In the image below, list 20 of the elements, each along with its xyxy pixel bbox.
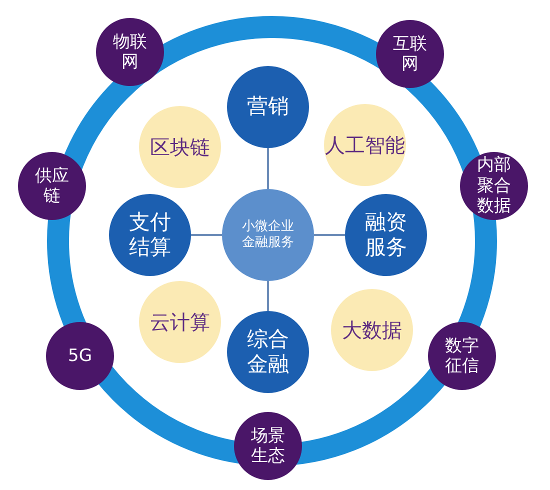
node-label: 内部聚合数据 <box>476 155 512 217</box>
connector-line <box>267 148 269 189</box>
connector-line <box>267 281 269 311</box>
node-label: 综合金融 <box>246 326 290 378</box>
node-label: 人工智能 <box>324 133 406 157</box>
node-label: 物联网 <box>112 32 148 72</box>
node-label: 场景生态 <box>250 426 286 466</box>
node-label: 区块链 <box>149 135 211 159</box>
node-label: 大数据 <box>341 318 403 342</box>
node-label: 营销 <box>246 94 290 120</box>
node-label: 支付结算 <box>128 210 172 260</box>
node-label: 云计算 <box>149 310 211 334</box>
node-label: 5G <box>67 346 93 366</box>
node-label: 数字征信 <box>444 336 480 376</box>
node-label: 融资服务 <box>364 210 408 260</box>
connector-line <box>314 234 345 236</box>
node-label: 互联网 <box>392 34 428 74</box>
node-label: 小微企业金融服务 <box>241 219 295 251</box>
connector-line <box>191 234 222 236</box>
node-label: 供应链 <box>34 166 70 206</box>
